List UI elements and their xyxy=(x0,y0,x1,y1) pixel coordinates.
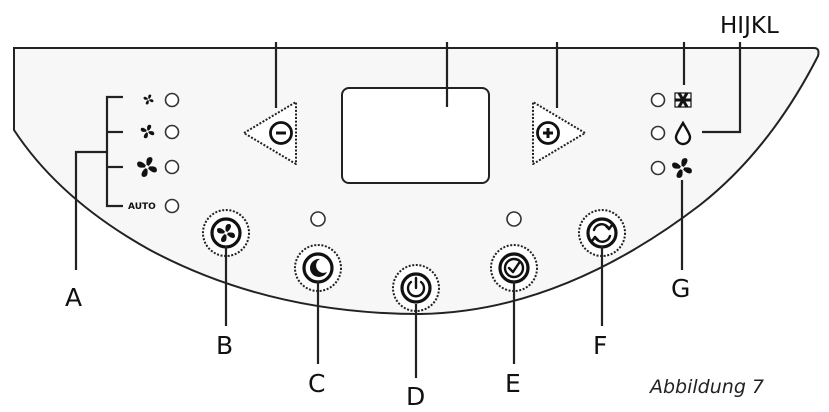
label-hijkl: HIJKL xyxy=(720,13,779,39)
timer-led xyxy=(506,211,522,227)
label-a: A xyxy=(65,283,82,312)
label-a-bracket xyxy=(74,95,123,270)
timer-check-icon xyxy=(503,257,525,279)
fan-auto-label: AUTO xyxy=(128,202,156,212)
fan-medium-led xyxy=(164,124,180,140)
moon-icon xyxy=(309,258,327,277)
swirl-icon xyxy=(590,223,614,243)
display-window xyxy=(341,87,490,184)
plus-icon xyxy=(543,128,553,138)
label-d: D xyxy=(406,382,425,411)
label-f: F xyxy=(593,331,607,360)
fan-low-led xyxy=(164,92,180,108)
bottom-leader-lines xyxy=(224,180,684,378)
fan-speed-indicators: AUTO xyxy=(128,92,180,214)
top-leader-lines xyxy=(274,42,742,134)
label-b: B xyxy=(216,331,233,360)
sleep-button[interactable] xyxy=(294,244,342,292)
swing-button[interactable] xyxy=(578,209,626,257)
power-icon xyxy=(406,276,426,298)
sleep-led xyxy=(310,211,326,227)
fan-auto-led xyxy=(164,198,180,214)
dehumidify-led xyxy=(650,125,666,141)
timer-button[interactable] xyxy=(490,244,538,292)
label-e: E xyxy=(505,369,521,398)
cool-led xyxy=(650,92,666,108)
fan-mode-led xyxy=(650,160,666,176)
label-g: G xyxy=(671,274,690,303)
minus-button[interactable] xyxy=(243,101,297,165)
water-drop-icon xyxy=(674,120,692,146)
right-indicators xyxy=(650,92,692,178)
plus-button[interactable] xyxy=(532,101,586,165)
fan-high-led xyxy=(164,159,180,175)
fan-button[interactable] xyxy=(202,209,250,257)
power-button[interactable] xyxy=(392,264,440,312)
label-c: C xyxy=(308,369,325,398)
snowflake-icon xyxy=(674,92,692,108)
figure-caption: Abbildung 7 xyxy=(648,376,764,398)
